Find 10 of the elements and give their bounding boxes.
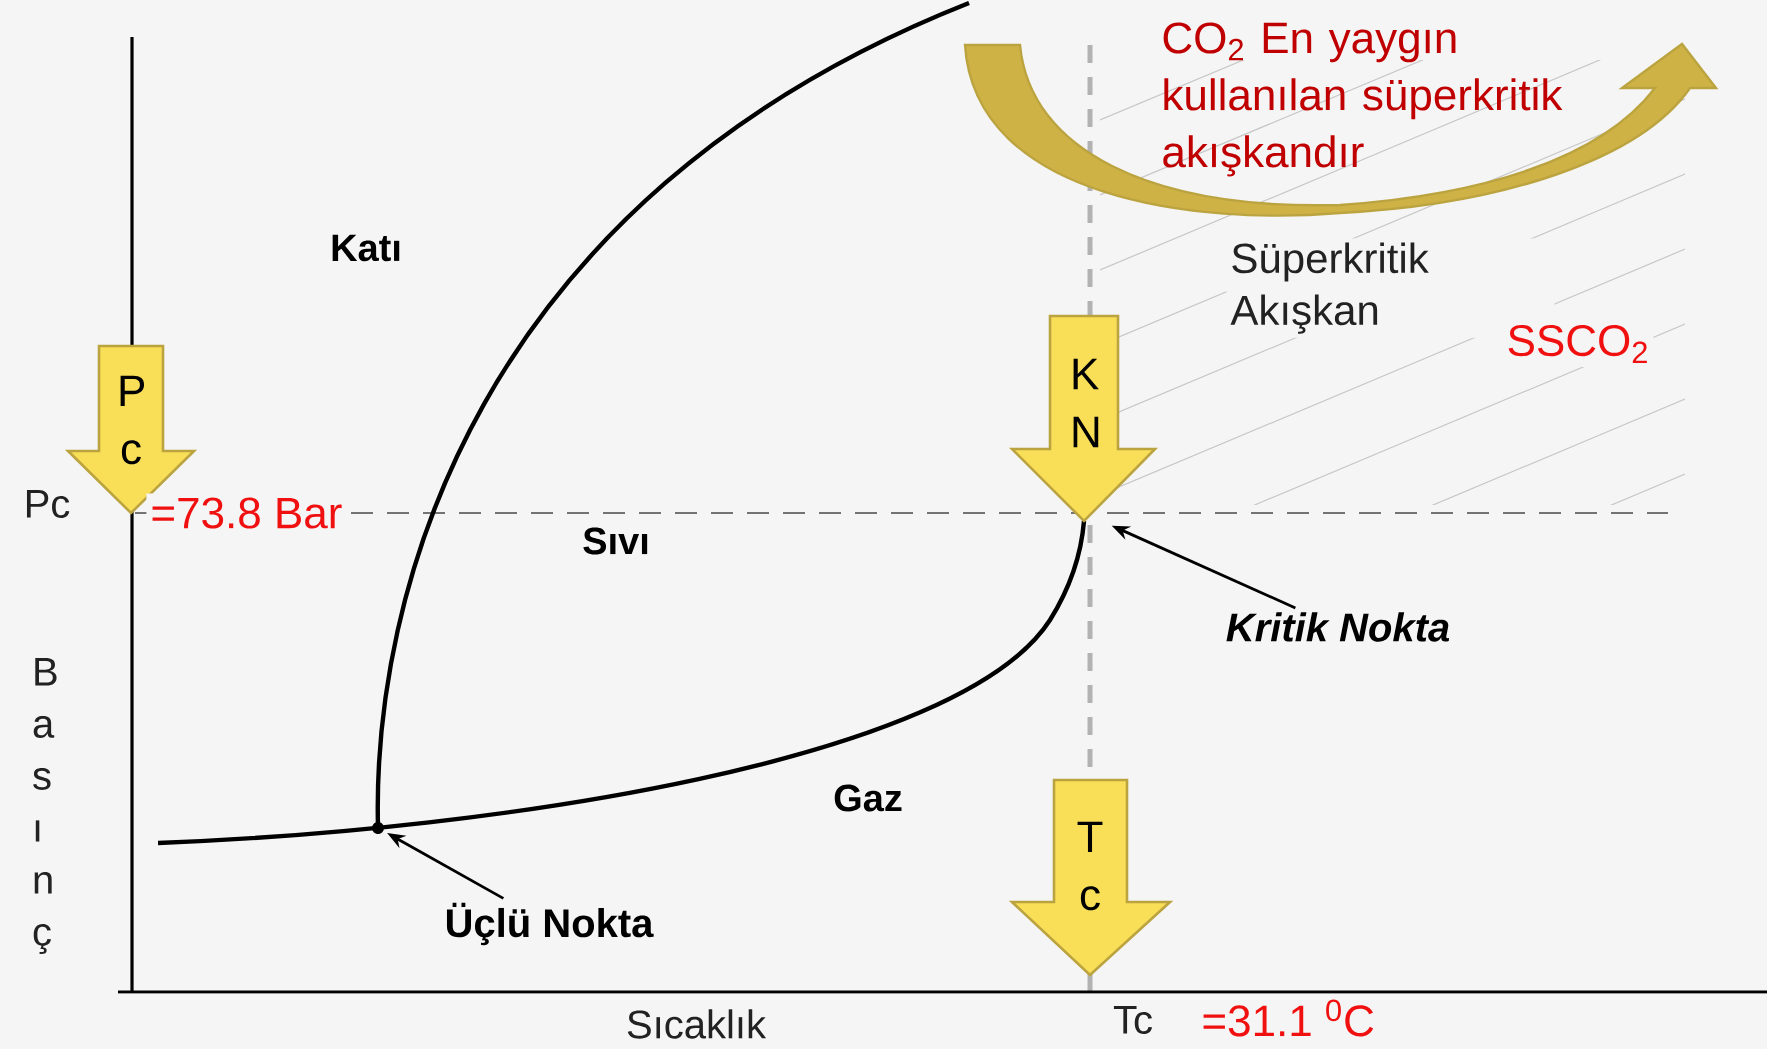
value-text: =31.1 $^{0}$C (1197, 995, 1379, 1041)
point-label: Üçlü Nokta (440, 898, 658, 950)
value-text: =73.8 Bar (146, 493, 347, 533)
region-label: Gaz (829, 780, 907, 816)
region-label: Katı (326, 230, 406, 266)
point-label: Kritik Nokta (1221, 608, 1455, 646)
axis-title: Sıcaklık (622, 1005, 771, 1043)
region-label: Sıvı (578, 523, 654, 559)
axis-value-label: Tc (1109, 1002, 1157, 1038)
axis-title: B a s ı n ç (28, 654, 57, 958)
